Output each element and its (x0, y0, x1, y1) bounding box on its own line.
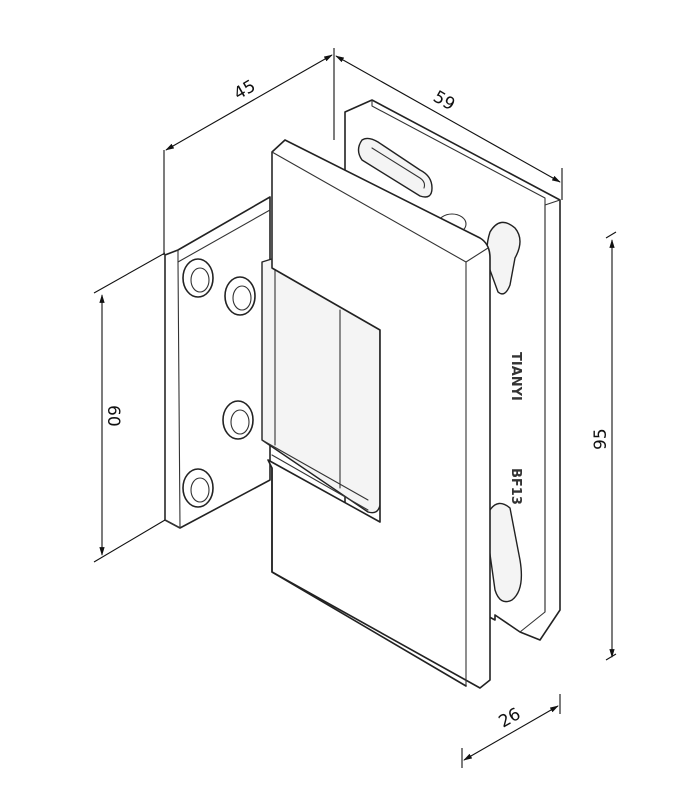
screw-hole-3 (222, 400, 254, 440)
dimension-26: 26 (461, 694, 561, 768)
dimension-95-label: 95 (591, 428, 611, 450)
screw-hole-2 (224, 276, 256, 316)
brand-marking: TIANYI (508, 352, 523, 401)
code-marking: BF13 (508, 468, 523, 505)
dimension-60-label: 60 (103, 405, 123, 427)
wall-plate (164, 196, 271, 529)
dimension-95: 95 (591, 231, 617, 661)
front-clamp-plate (267, 139, 491, 689)
dimension-60: 60 (93, 252, 166, 563)
screw-hole-4 (182, 468, 214, 508)
dimension-45-label: 45 (231, 76, 260, 104)
screw-hole-1 (182, 258, 214, 298)
